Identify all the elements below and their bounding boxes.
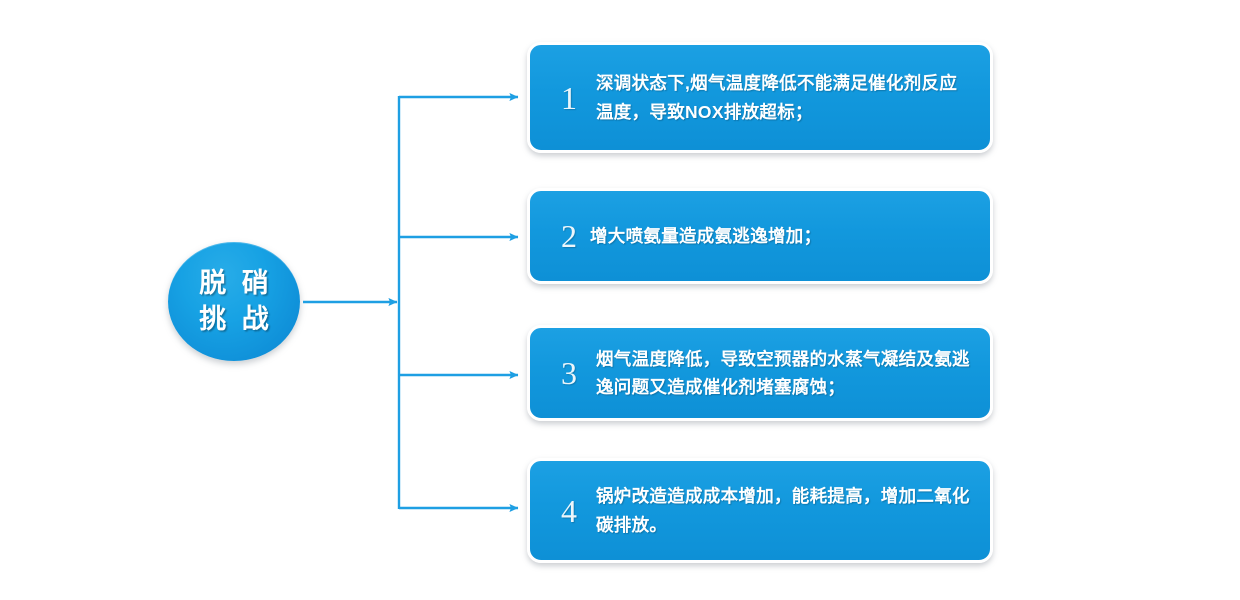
item-text-2: 增大喷氨量造成氨逃逸增加； <box>590 225 822 246</box>
item-number-1: 1 <box>561 79 577 116</box>
item-text-4: 锅炉改造造成成本增加，能耗提高，增加二氧化碳排放。 <box>596 486 970 535</box>
hub-label-line2: 挑 战 <box>199 303 273 334</box>
item-text-1: 深调状态下,烟气温度降低不能满足催化剂反应温度，导致NOX排放超标； <box>596 73 958 122</box>
challenge-item-2: 2 增大喷氨量造成氨逃逸增加； <box>527 188 993 284</box>
item-text-3: 烟气温度降低，导致空预器的水蒸气凝结及氨逃逸问题又造成催化剂堵塞腐蚀； <box>596 348 970 397</box>
challenge-item-1: 1 深调状态下,烟气温度降低不能满足催化剂反应温度，导致NOX排放超标； <box>527 42 993 153</box>
item-number-2: 2 <box>561 218 577 254</box>
hub-label-line1: 脱 硝 <box>199 267 273 298</box>
item-number-3: 3 <box>561 355 577 391</box>
challenge-item-4: 4 锅炉改造造成成本增加，能耗提高，增加二氧化碳排放。 <box>527 458 993 563</box>
hub-circle: 脱 硝 挑 战 <box>168 242 300 361</box>
challenge-item-3: 3 烟气温度降低，导致空预器的水蒸气凝结及氨逃逸问题又造成催化剂堵塞腐蚀； <box>527 325 993 421</box>
item-number-4: 4 <box>561 492 577 529</box>
